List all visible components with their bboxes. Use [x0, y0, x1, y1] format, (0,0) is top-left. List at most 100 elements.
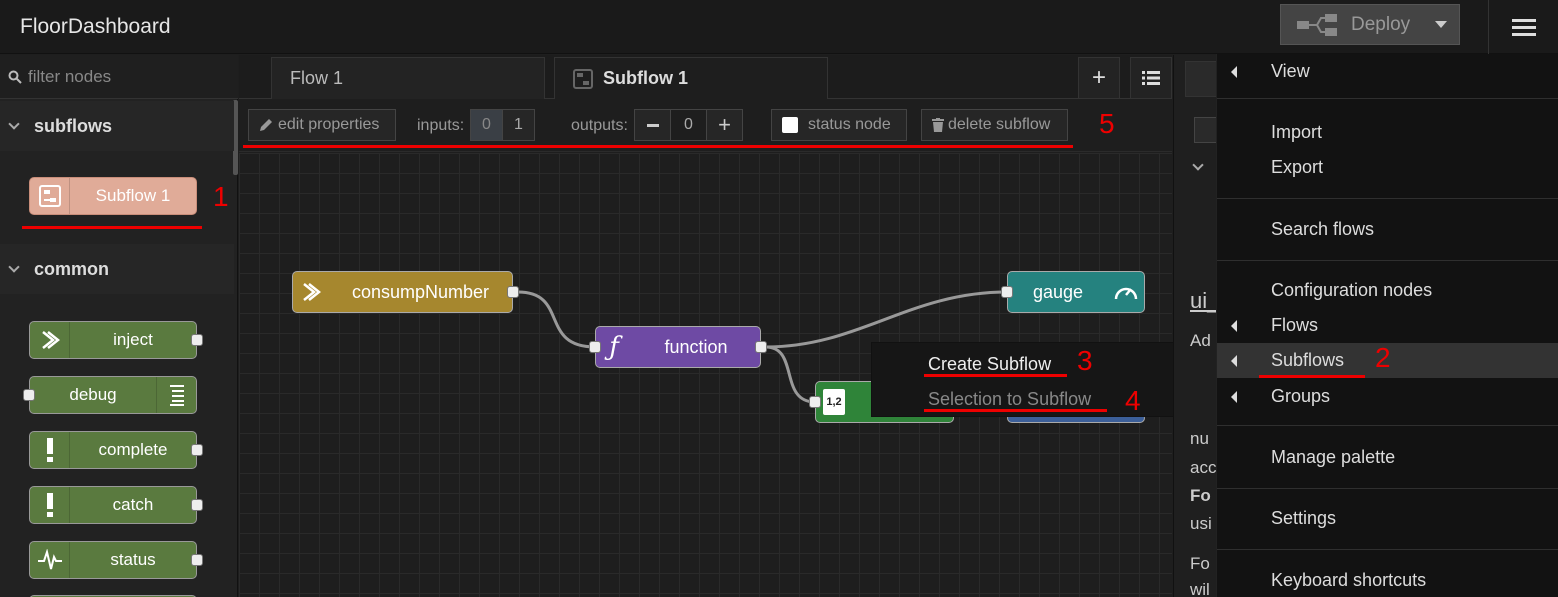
filter-nodes-input[interactable]	[28, 66, 228, 87]
menu-label: Manage palette	[1271, 447, 1396, 467]
edit-properties-button[interactable]: edit properties	[248, 109, 396, 141]
chevron-down-icon[interactable]	[1192, 159, 1204, 171]
subflow-icon	[573, 68, 593, 89]
sidebar-text: nu	[1190, 429, 1209, 448]
menu-item-flows[interactable]: Flows	[1217, 308, 1558, 343]
trash-icon	[932, 118, 944, 132]
palette-node-inject[interactable]: inject	[29, 321, 203, 359]
tab-flow-1[interactable]: Flow 1	[271, 57, 545, 99]
menu-label: Keyboard shortcuts	[1271, 570, 1427, 590]
menu-item-view[interactable]: View	[1217, 54, 1558, 89]
annotation-underline	[243, 145, 1073, 148]
output-port[interactable]	[191, 444, 203, 456]
exclamation-icon	[30, 432, 70, 468]
list-icon	[156, 377, 196, 413]
edit-properties-label: edit properties	[278, 116, 380, 133]
category-common[interactable]: common	[0, 244, 234, 294]
add-tab-button[interactable]: +	[1078, 57, 1120, 99]
annotation-number: 2	[1375, 342, 1391, 373]
node-consumpnumber[interactable]: consumpNumber	[292, 271, 519, 313]
status-node-toggle[interactable]: status node	[771, 109, 907, 141]
palette-node-catch[interactable]: catch	[29, 486, 203, 524]
annotation-number: 4	[1125, 385, 1141, 416]
palette-search[interactable]	[0, 55, 238, 99]
inputs-option-0[interactable]: 0	[470, 109, 503, 141]
pencil-icon	[260, 119, 272, 131]
wires	[517, 290, 1008, 404]
menu-item-manage-palette[interactable]: Manage palette	[1217, 440, 1558, 475]
output-port[interactable]	[191, 499, 203, 511]
status-node-checkbox[interactable]	[782, 117, 798, 133]
node-label: status	[110, 550, 156, 569]
header: FloorDashboard Deploy	[0, 0, 1558, 54]
menu-divider	[1217, 488, 1558, 489]
list-flows-button[interactable]	[1130, 57, 1172, 99]
menu-item-groups[interactable]: Groups	[1217, 379, 1558, 414]
main-menu-button[interactable]	[1488, 0, 1558, 54]
node-gauge[interactable]: gauge	[1001, 271, 1145, 313]
inputs-label: inputs:	[417, 117, 465, 134]
menu-item-keyboard-shortcuts[interactable]: Keyboard shortcuts	[1217, 563, 1558, 597]
palette-node-status[interactable]: status	[29, 541, 203, 579]
annotation-number: 3	[1077, 345, 1093, 376]
category-label: subflows	[34, 115, 113, 136]
menu-divider	[1217, 198, 1558, 199]
sidebar-heading: ui_	[1190, 288, 1218, 313]
sidebar-tab[interactable]	[1185, 61, 1218, 97]
plus-icon: +	[718, 112, 731, 137]
chevron-down-icon[interactable]	[1435, 21, 1447, 28]
menu-label: Flows	[1271, 315, 1319, 335]
node-label: inject	[113, 330, 153, 349]
node-label: function	[664, 336, 728, 357]
app-title: FloorDashboard	[20, 15, 171, 38]
category-subflows[interactable]: subflows	[0, 101, 234, 151]
output-port[interactable]	[507, 286, 519, 298]
input-port[interactable]	[809, 396, 821, 408]
inject-icon	[30, 322, 70, 358]
menu-item-configuration-nodes[interactable]: Configuration nodes	[1217, 273, 1558, 308]
sidebar-text: Fo	[1190, 554, 1210, 573]
menu-item-settings[interactable]: Settings	[1217, 501, 1558, 536]
menu-label: Settings	[1271, 508, 1337, 528]
menu-label: Export	[1271, 157, 1324, 177]
sidebar-list-button[interactable]	[1194, 117, 1218, 143]
menu-divider	[1217, 98, 1558, 99]
menu-label: Subflows	[1271, 350, 1345, 370]
menu-item-export[interactable]: Export	[1217, 150, 1558, 185]
chevron-down-icon	[8, 118, 20, 130]
menu-item-search-flows[interactable]: Search flows	[1217, 212, 1558, 247]
output-port[interactable]	[191, 334, 203, 346]
inject-icon	[293, 272, 329, 312]
annotation-underline	[1259, 375, 1365, 378]
menu-item-import[interactable]: Import	[1217, 115, 1558, 150]
outputs-increment-button[interactable]: +	[706, 109, 743, 141]
outputs-value[interactable]: 0	[670, 109, 707, 141]
annotation-underline	[22, 226, 202, 229]
create-subflow-item[interactable]: Create Subflow	[928, 354, 1052, 374]
inputs-option-1[interactable]: 1	[502, 109, 535, 141]
workspace-tabs: Flow 1 Subflow 1 +	[239, 55, 1172, 99]
outputs-decrement-button[interactable]	[634, 109, 671, 141]
input-port[interactable]	[589, 341, 601, 353]
tab-subflow-1[interactable]: Subflow 1	[554, 57, 828, 99]
palette-node-complete[interactable]: complete	[29, 431, 203, 469]
annotation-underline	[924, 374, 1067, 377]
output-port[interactable]	[755, 341, 767, 353]
input-port[interactable]	[23, 389, 35, 401]
palette-scrollbar[interactable]	[233, 100, 238, 175]
selection-to-subflow-item[interactable]: Selection to Subflow	[928, 389, 1092, 409]
palette-node-debug[interactable]: debug	[23, 376, 197, 414]
node-function[interactable]: ƒ function	[589, 326, 767, 368]
gauge-icon	[1108, 272, 1144, 312]
main-menu: View Import Export Search flows Configur…	[1216, 54, 1558, 597]
delete-subflow-button[interactable]: delete subflow	[921, 109, 1068, 141]
output-port[interactable]	[191, 554, 203, 566]
input-port[interactable]	[1001, 286, 1013, 298]
csv-badge: 1,2	[823, 389, 845, 415]
palette-node-subflow-1[interactable]: Subflow 1	[29, 177, 197, 215]
deploy-button[interactable]: Deploy	[1280, 4, 1460, 45]
node-label: consumpNumber	[351, 281, 490, 302]
deploy-label: Deploy	[1351, 13, 1411, 35]
menu-item-subflows[interactable]: Subflows	[1217, 343, 1558, 378]
menu-divider	[1217, 425, 1558, 426]
